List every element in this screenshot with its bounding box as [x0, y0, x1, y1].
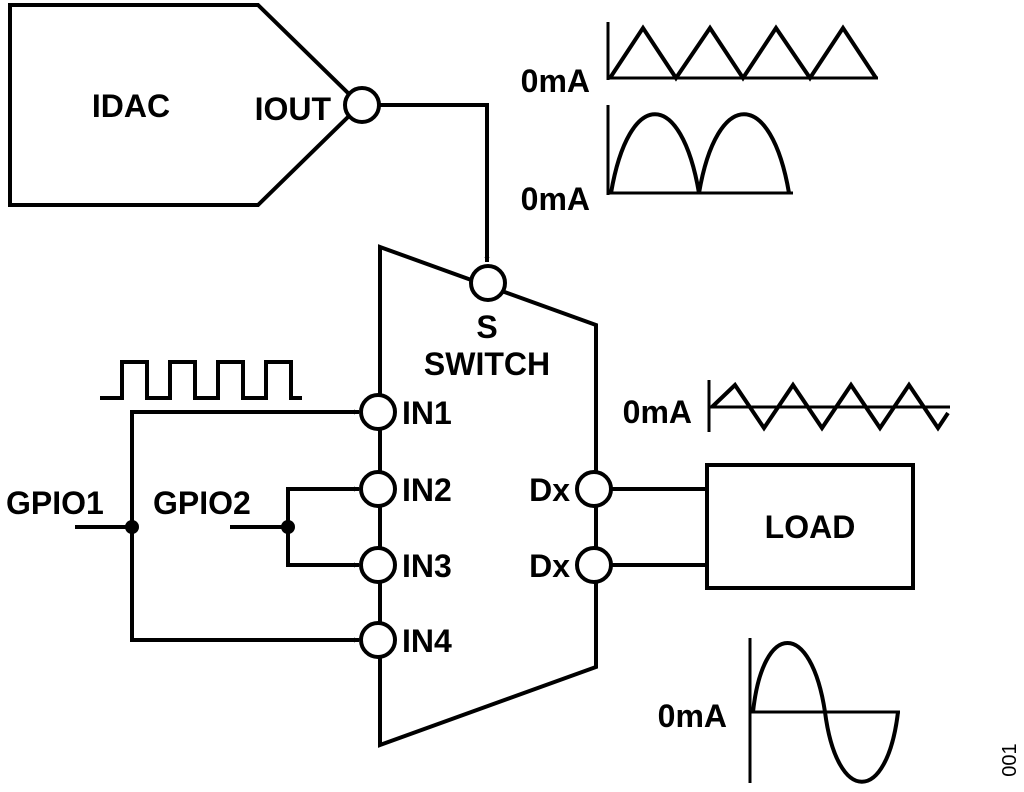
- triangle-bipolar-trace: [710, 381, 950, 432]
- iout-to-s-wire: [379, 103, 490, 262]
- gpio2-to-in3-wire: [286, 527, 359, 568]
- in2-label: IN2: [402, 472, 452, 508]
- dx1-pin: [575, 470, 613, 508]
- gpio2-junction-dot: [281, 520, 295, 534]
- in1-pin: [359, 393, 397, 431]
- s-label: S: [476, 309, 497, 345]
- dx2-label: Dx: [529, 548, 570, 584]
- load-label: LOAD: [765, 509, 856, 545]
- in4-pin: [359, 621, 397, 659]
- waveform-sine: 0mA: [658, 638, 900, 784]
- in1-label: IN1: [402, 395, 452, 431]
- s-pin: [469, 264, 507, 302]
- sine-zero-label: 0mA: [658, 698, 727, 734]
- gpio2-network: GPIO2: [153, 485, 359, 568]
- switch-block: S SWITCH IN1 IN2 IN3 IN4 Dx Dx: [359, 244, 613, 748]
- gpio2-label: GPIO2: [153, 485, 251, 521]
- in3-pin: [359, 546, 397, 584]
- triangle-unipolar-trace: [608, 24, 878, 82]
- gpio1-network: GPIO1: [6, 409, 359, 643]
- in2-pin: [359, 470, 397, 508]
- in4-label: IN4: [402, 623, 452, 659]
- rectified-sine-zero-label: 0mA: [521, 181, 590, 217]
- gpio1-junction-dot: [125, 520, 139, 534]
- in3-label: IN3: [402, 548, 452, 584]
- waveform-triangle-unipolar: 0mA: [521, 22, 878, 99]
- triangle-unipolar-zero-label: 0mA: [521, 63, 590, 99]
- square-wave-signal: [100, 360, 302, 400]
- idac-label: IDAC: [92, 88, 170, 124]
- gpio1-label: GPIO1: [6, 485, 104, 521]
- load-box: [705, 463, 915, 590]
- gpio2-to-in2-wire: [286, 486, 359, 527]
- waveform-triangle-bipolar: 0mA: [623, 380, 950, 432]
- gpio1-to-in4-wire: [130, 527, 359, 643]
- load-block: LOAD: [705, 463, 915, 590]
- triangle-bipolar-zero-label: 0mA: [623, 394, 692, 430]
- iout-label: IOUT: [255, 91, 332, 127]
- waveform-rectified-sine: 0mA: [521, 105, 793, 217]
- dx2-pin: [575, 546, 613, 584]
- rectified-sine-trace: [609, 112, 791, 194]
- gpio1-to-in1-wire: [130, 409, 359, 527]
- iout-pin: [343, 86, 381, 124]
- figure-number: 001: [999, 743, 1021, 776]
- idac-block: IDAC IOUT: [8, 3, 381, 207]
- dx1-label: Dx: [529, 472, 570, 508]
- sine-trace: [751, 641, 900, 784]
- switch-label: SWITCH: [424, 346, 550, 382]
